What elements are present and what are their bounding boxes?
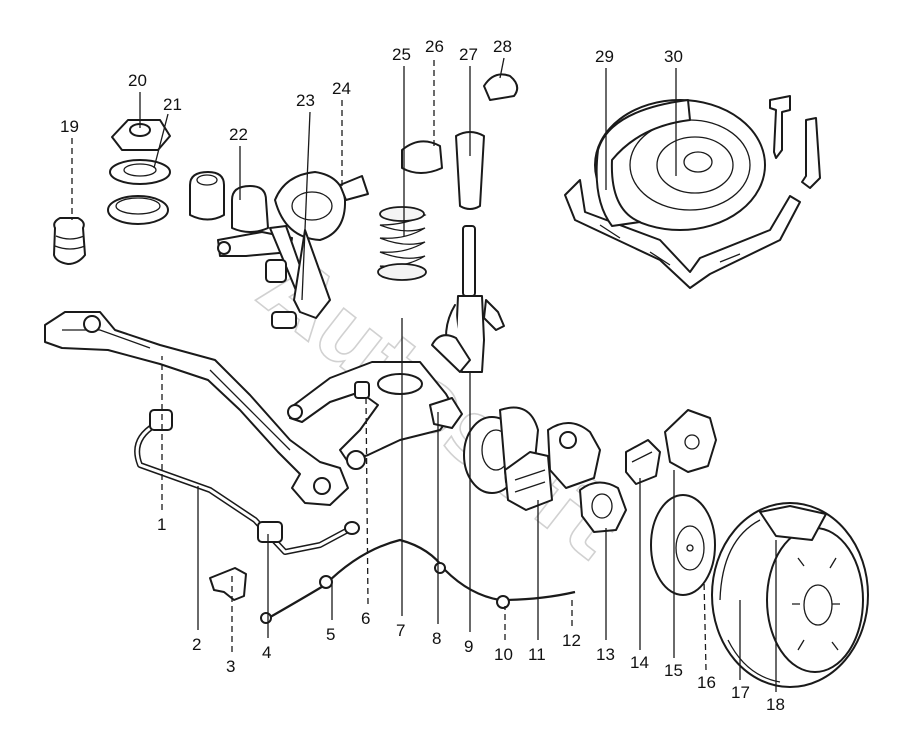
part-1-subframe <box>44 311 349 506</box>
callout-3: 3 <box>226 657 235 676</box>
part-9-strut <box>431 225 505 373</box>
callout-2: 2 <box>192 635 201 654</box>
callout-26: 26 <box>425 37 444 56</box>
hook-brackets <box>769 95 821 189</box>
part-7-control-arm <box>287 361 456 470</box>
callout-17: 17 <box>731 683 750 702</box>
part-3-bracket <box>209 567 247 601</box>
callout-5: 5 <box>326 625 335 644</box>
part-20-strut-mount <box>111 119 171 151</box>
part-27-dust-boot <box>455 131 485 210</box>
callout-18: 18 <box>766 695 785 714</box>
callout-28: 28 <box>493 37 512 56</box>
part-23-booster <box>265 171 369 329</box>
part-19-bump-stop <box>53 217 86 265</box>
part-21-bearing <box>107 159 171 225</box>
part-12-hub <box>547 422 601 489</box>
part-30-spare-wheel <box>594 99 766 231</box>
part-16-brake-disc <box>650 494 716 596</box>
part-15-caliper-bracket <box>664 409 717 473</box>
part-11-caliper <box>504 451 553 511</box>
callout-16: 16 <box>697 673 716 692</box>
leader-lines <box>71 57 777 692</box>
callout-29: 29 <box>595 47 614 66</box>
callout-15: 15 <box>664 661 683 680</box>
callout-7: 7 <box>396 621 405 640</box>
callout-19: 19 <box>60 117 79 136</box>
callout-6: 6 <box>361 609 370 628</box>
callout-labels: 1 2 3 4 5 6 7 8 9 10 11 12 13 14 15 16 1… <box>60 37 785 714</box>
part-18-wheel-rim <box>759 505 864 673</box>
part-28-top-cap <box>483 73 519 101</box>
callout-20: 20 <box>128 71 147 90</box>
callout-1: 1 <box>157 515 166 534</box>
callout-11: 11 <box>528 645 546 664</box>
part-2-anti-roll-bar <box>134 409 360 555</box>
callout-4: 4 <box>262 643 271 662</box>
brake-cable-run <box>260 538 576 624</box>
callout-24: 24 <box>332 79 351 98</box>
callout-30: 30 <box>664 47 683 66</box>
callout-10: 10 <box>494 645 513 664</box>
callout-8: 8 <box>432 629 441 648</box>
callout-25: 25 <box>392 45 411 64</box>
part-13-wheel-bearing <box>579 481 627 533</box>
callout-22: 22 <box>229 125 248 144</box>
part-14-brake-pads <box>625 439 661 485</box>
callout-13: 13 <box>596 645 615 664</box>
callout-12: 12 <box>562 631 581 650</box>
callout-21: 21 <box>163 95 182 114</box>
callout-27: 27 <box>459 45 478 64</box>
callout-23: 23 <box>296 91 315 110</box>
part-26-spring-seat <box>401 140 443 174</box>
callout-14: 14 <box>630 653 649 672</box>
callout-9: 9 <box>464 637 473 656</box>
bushing-parts <box>189 171 225 221</box>
part-25-coil-spring <box>377 206 427 281</box>
